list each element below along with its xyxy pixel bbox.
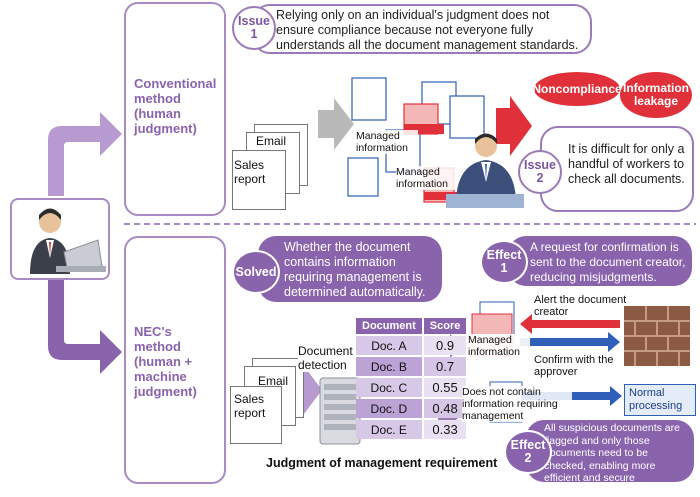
nec-label: NEC's method (human + machine judgment) [134, 324, 197, 399]
effect1-tag: Effect 1 [480, 240, 528, 284]
effect1-text: A request for confirmation is sent to th… [530, 240, 686, 284]
document-column-header: Document [356, 318, 422, 334]
businessman-laptop-icon [30, 208, 106, 274]
table-row: Doc. A 0.9 [356, 336, 467, 355]
solved-text: Whether the document contains informatio… [284, 240, 426, 299]
table-row: Doc. D 0.48 [356, 399, 467, 418]
issue2-tag: Issue 2 [518, 150, 562, 194]
managed-info-label-2: Managed information [396, 166, 458, 190]
alert-creator-label: Alert the document creator [534, 294, 628, 318]
table-row: Doc. B 0.7 [356, 357, 467, 376]
solved-tag: Solved [232, 250, 280, 294]
email-label: Email [256, 134, 287, 148]
solved-bubble: Whether the document contains informatio… [258, 236, 442, 302]
issue1-tag: Issue 1 [232, 6, 276, 50]
effect2-tag: Effect 2 [504, 430, 552, 474]
doc-name-cell: Doc. A [356, 336, 422, 355]
issue2-text: It is difficult for only a handful of wo… [568, 142, 685, 186]
table-row: Doc. C 0.55 [356, 378, 467, 397]
doc-name-cell: Doc. D [356, 399, 422, 418]
managed-info-label-1: Managed information [356, 130, 418, 154]
normal-processing-box: Normal processing [624, 384, 696, 416]
nec-panel: NEC's method (human + machine judgment) [124, 236, 226, 484]
score-cell: 0.48 [423, 399, 467, 418]
noncompliance-badge: Noncompliance [532, 72, 622, 106]
doc-name-cell: Doc. E [356, 420, 422, 439]
confirm-approver-label: Confirm with the approver [534, 354, 628, 378]
document-detection-label: Document detection [298, 344, 360, 372]
firewall-icon [624, 306, 690, 366]
effect2-text: All suspicious documents are flagged and… [544, 422, 680, 497]
issue1-bubble: Relying only on an individual's judgment… [252, 4, 592, 54]
issue1-text: Relying only on an individual's judgment… [276, 8, 579, 52]
judgment-caption: Judgment of management requirement [266, 456, 498, 470]
score-table: Document Score Doc. A 0.9 Doc. B 0.7 Doc… [354, 316, 468, 441]
issue2-bubble: It is difficult for only a handful of wo… [540, 126, 694, 212]
sales-report-label: Sales report [234, 158, 278, 186]
conventional-panel: Conventional method (human judgment) [124, 2, 226, 216]
effect2-bubble: All suspicious documents are flagged and… [526, 420, 694, 497]
score-column-header: Score [423, 318, 467, 334]
server-icon [319, 377, 361, 445]
nec-email-label: Email [258, 374, 289, 388]
doc-name-cell: Doc. C [356, 378, 422, 397]
score-cell: 0.7 [423, 357, 467, 376]
score-cell: 0.9 [423, 336, 467, 355]
managed-info-label: Managed information [468, 334, 530, 358]
effect1-bubble: A request for confirmation is sent to th… [508, 236, 692, 286]
conventional-label: Conventional method (human judgment) [134, 76, 217, 136]
score-cell: 0.55 [423, 378, 467, 397]
doc-name-cell: Doc. B [356, 357, 422, 376]
information-leakage-badge: Information leakage [620, 72, 692, 118]
user-avatar [10, 198, 110, 280]
not-contain-label: Does not contain information requiring m… [462, 386, 572, 422]
score-cell: 0.33 [423, 420, 467, 439]
worker-icon [446, 133, 524, 208]
table-row: Doc. E 0.33 [356, 420, 467, 439]
nec-sales-report-label: Sales report [234, 392, 278, 420]
